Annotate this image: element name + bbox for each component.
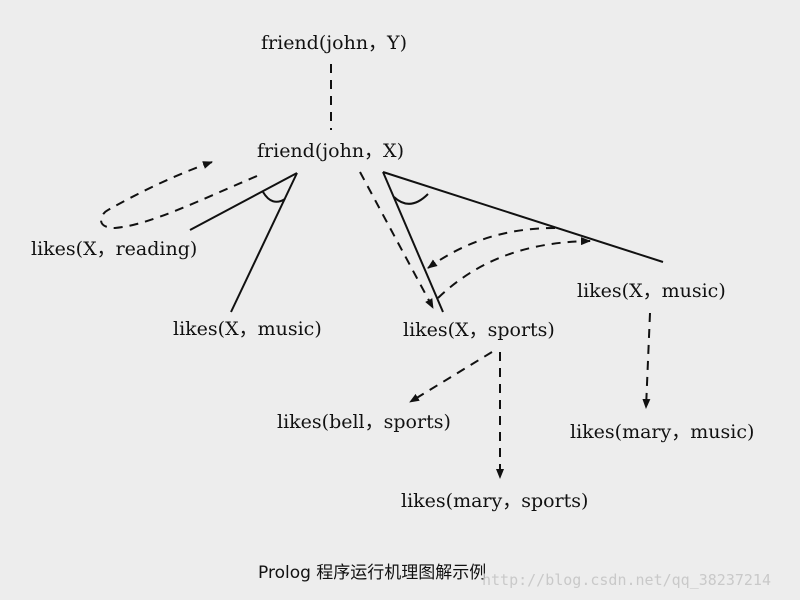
dashed-arrow-to-music <box>437 237 591 299</box>
and-branch-left-reading <box>189 172 298 231</box>
node-friend-john-y: friend(john，Y) <box>261 32 408 54</box>
and-arc-right <box>393 193 429 205</box>
node-likes-mary-music: likes(mary，music) <box>570 421 755 443</box>
node-likes-x-music-right: likes(X，music) <box>577 280 726 302</box>
and-branch-right-music <box>382 171 664 263</box>
node-likes-x-music-left: likes(X，music) <box>173 318 322 340</box>
dashed-arrow-to-sports <box>359 171 434 309</box>
node-likes-x-sports: likes(X，sports) <box>403 319 555 341</box>
figure-caption: Prolog 程序运行机理图解示例 <box>258 563 487 583</box>
dashed-arrow-back-to-sports <box>427 227 556 269</box>
watermark: http://blog.csdn.net/qq_38237214 <box>482 571 771 589</box>
node-likes-mary-sports: likes(mary，sports) <box>401 490 589 512</box>
backtrack-arrow-reading <box>100 161 258 230</box>
node-likes-x-reading: likes(X，reading) <box>31 238 198 260</box>
and-arc-left <box>262 191 286 203</box>
node-friend-john-x: friend(john，X) <box>257 140 404 162</box>
node-likes-bell-sports: likes(bell，sports) <box>277 411 451 433</box>
dashed-arrow-to-mary-music <box>642 312 651 409</box>
dashed-arrow-to-bell-sports <box>409 351 493 403</box>
and-branch-right-sports <box>382 171 444 313</box>
and-branch-left-music <box>230 172 298 313</box>
